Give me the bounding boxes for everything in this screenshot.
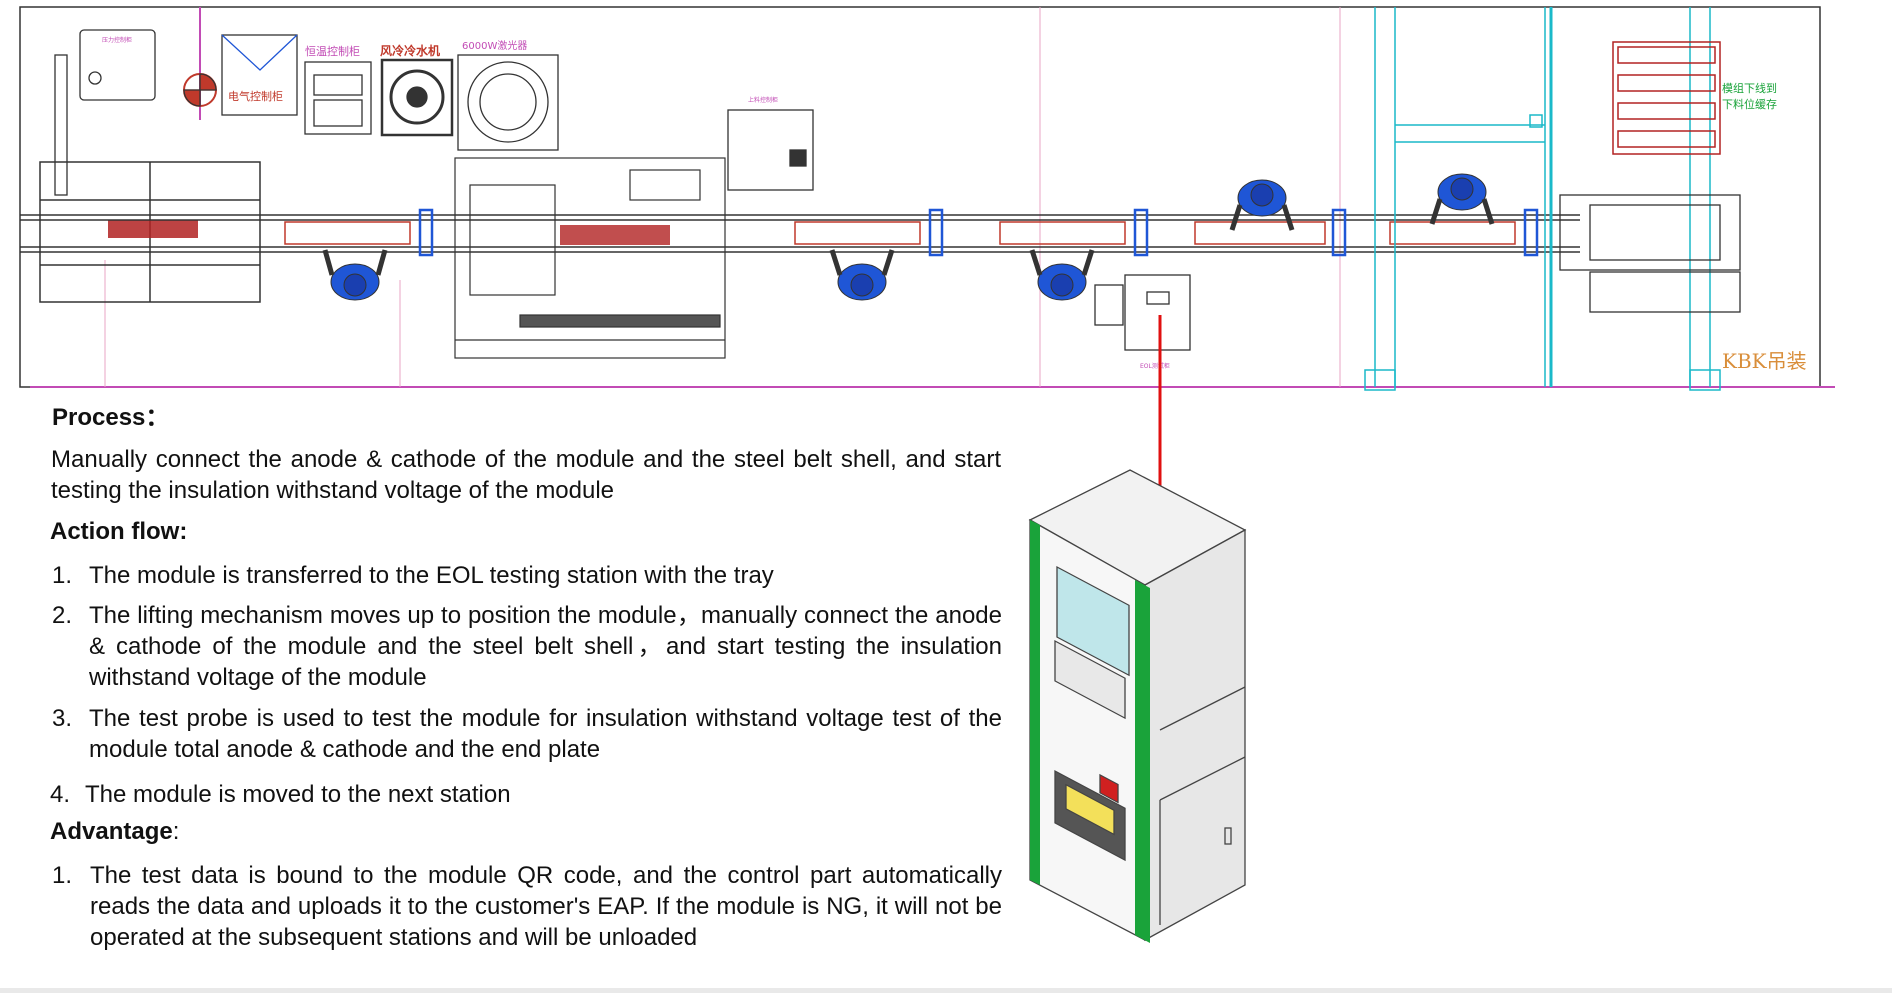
eol-cabinet-plan: EOL测试柜: [1094, 274, 1191, 370]
action-item-2-text: The lifting mechanism moves up to positi…: [89, 602, 1002, 691]
unload-station: [1559, 194, 1741, 313]
conveyor-line: [20, 208, 1580, 257]
action-item-1-num: 1.: [52, 562, 73, 589]
action-item-1-text: The module is transferred to the EOL tes…: [89, 562, 774, 589]
process-heading: Process：: [52, 402, 169, 433]
advantage-item-1-num: 1.: [52, 862, 73, 889]
action-item-4-text: The module is moved to the next station: [85, 781, 511, 808]
process-heading-text: Process: [52, 404, 146, 431]
right-note-line-1: 模组下线到: [1722, 81, 1777, 95]
action-item-4-num: 4.: [50, 781, 71, 808]
operator-2: [829, 249, 895, 301]
advantage-heading-colon: :: [172, 818, 180, 845]
action-item-3-num: 3.: [52, 705, 73, 732]
operator-5: [1429, 173, 1495, 225]
right-frame: [1364, 7, 1721, 391]
welding-station: [454, 157, 726, 359]
action-item-2-num: 2.: [52, 602, 73, 629]
advantage-item-1-text: The test data is bound to the module QR …: [90, 862, 1002, 951]
layout-drawing: [19, 6, 1835, 388]
action-item-3-text: The test probe is used to test the modul…: [89, 705, 1002, 763]
constant-temp-label: 恒温控制柜: [305, 44, 360, 58]
right-note-line-2: 下料位缓存: [1722, 97, 1777, 111]
advantage-heading: Advantage:: [50, 816, 179, 847]
operator-3: [1029, 249, 1095, 301]
loading-frame: [39, 161, 261, 303]
electric-cabinet-label: 电气控制柜: [228, 89, 283, 103]
bottom-strip: [0, 988, 1892, 993]
left-equipment: 压力控制柜 电气控制柜: [54, 29, 298, 196]
operators: [322, 173, 1495, 301]
utility-equipment: 恒温控制柜 风冷冷水机 6000W激光器 上料控制柜: [304, 39, 814, 191]
operator-4: [1229, 179, 1295, 231]
process-text: Manually connect the anode & cathode of …: [51, 446, 1001, 504]
small-cabinet-label: 上料控制柜: [748, 96, 778, 104]
cabinet-small-label: 压力控制柜: [102, 36, 132, 44]
air-chiller-label: 风冷冷水机: [380, 43, 440, 58]
cache-racks: [1612, 41, 1721, 155]
process-heading-colon: ：: [145, 404, 170, 431]
test-cabinet-tag: EOL测试柜: [1140, 362, 1170, 370]
operator-1: [322, 249, 388, 301]
advantage-heading-text: Advantage: [50, 818, 173, 845]
eol-test-cabinet-3d: [1028, 469, 1247, 943]
action-flow-heading: Action flow:: [50, 518, 188, 545]
laser-label: 6000W激光器: [462, 39, 527, 52]
right-note: 模组下线到 下料位缓存: [1722, 81, 1781, 111]
kbk-label: KBK吊装: [1722, 349, 1807, 373]
